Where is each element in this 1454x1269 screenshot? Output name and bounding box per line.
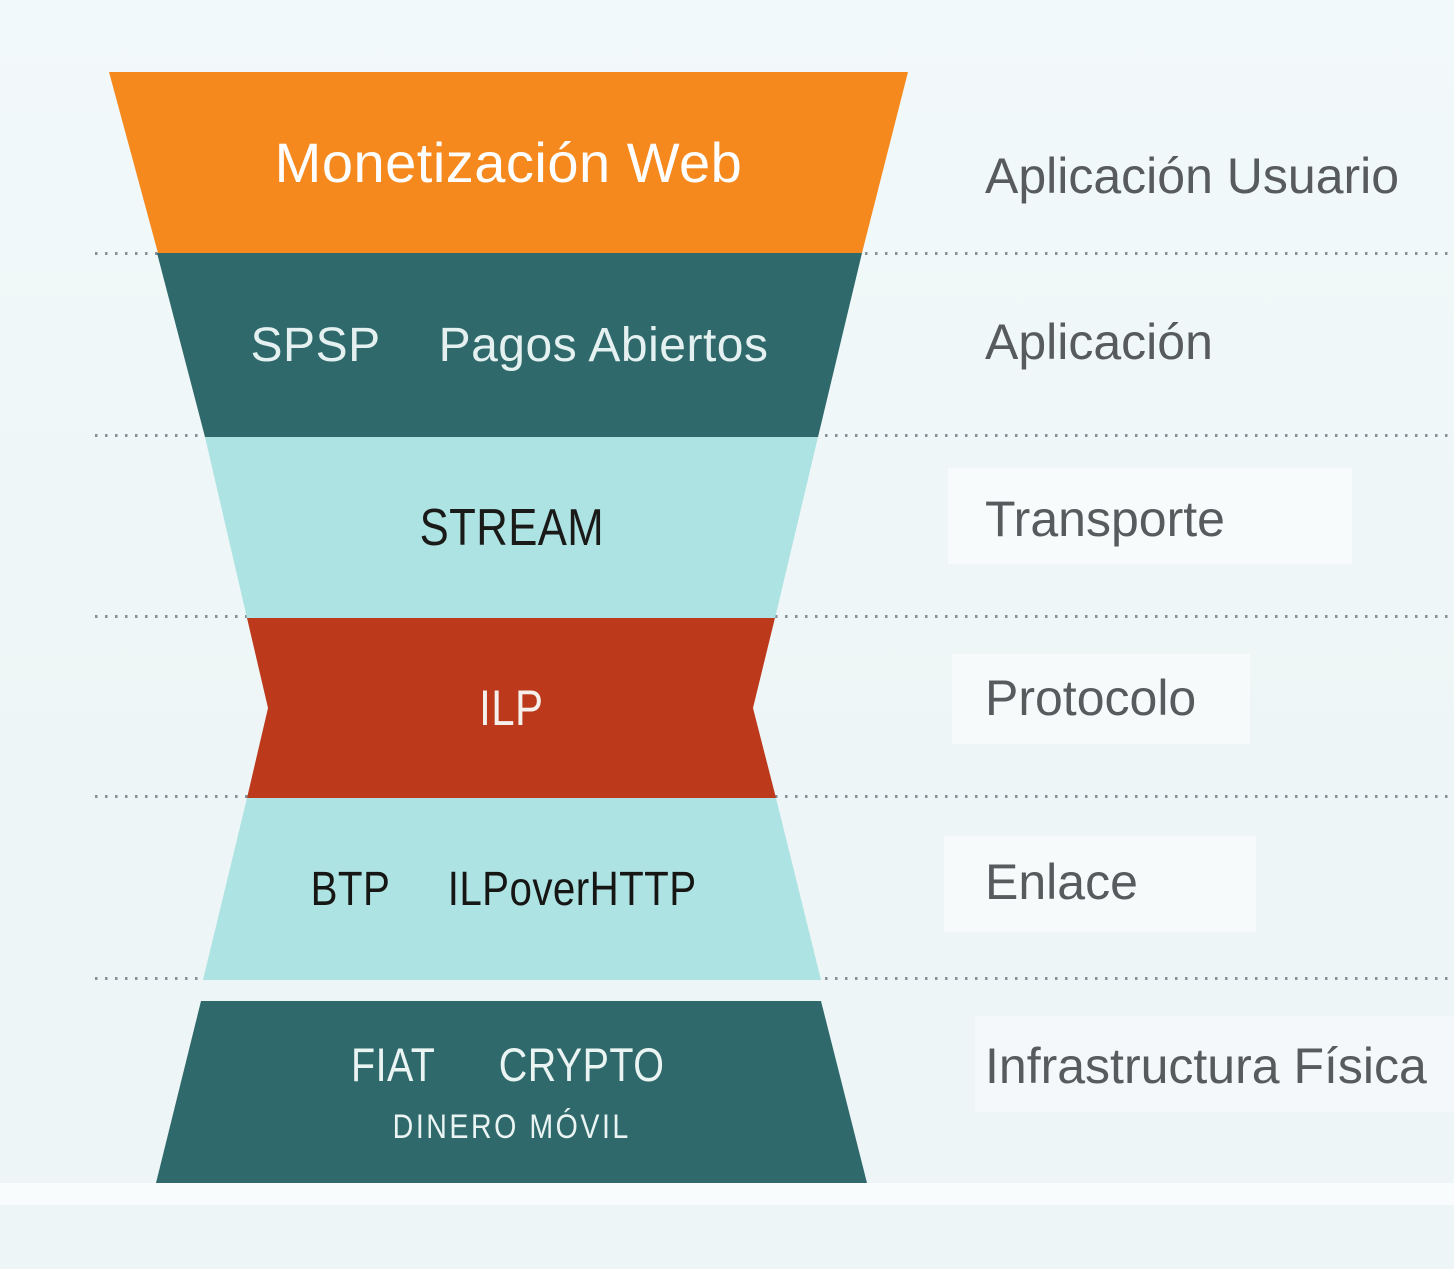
application-labels: SPSP Pagos Abiertos bbox=[251, 318, 769, 373]
spsp-label: SPSP bbox=[250, 318, 381, 372]
ilp-over-http-label: ILPoverHTTP bbox=[447, 862, 697, 916]
background-patch bbox=[975, 1016, 1454, 1112]
layer-link: BTP ILPoverHTTP bbox=[203, 798, 821, 980]
dinero-movil-label: DINERO MÓVIL bbox=[392, 1108, 631, 1146]
layer-protocol: ILP bbox=[247, 618, 776, 798]
right-label-transporte: Transporte bbox=[985, 491, 1225, 547]
right-label-protocolo: Protocolo bbox=[985, 670, 1197, 726]
stream-label: STREAM bbox=[419, 498, 604, 557]
ilp-label: ILP bbox=[479, 680, 544, 736]
crypto-label: CRYPTO bbox=[498, 1038, 665, 1091]
layer-application: SPSP Pagos Abiertos bbox=[157, 253, 862, 437]
background-patch bbox=[952, 654, 1250, 744]
layer-transport: STREAM bbox=[205, 437, 818, 618]
web-monetization-label: Monetización Web bbox=[274, 131, 743, 194]
settlement-labels: FIAT CRYPTO bbox=[343, 1037, 681, 1092]
link-labels: BTP ILPoverHTTP bbox=[303, 862, 720, 917]
right-label-aplicacion: Aplicación bbox=[985, 314, 1213, 370]
right-label-infrastructura-fisica: Infrastructura Física bbox=[985, 1038, 1427, 1094]
background-patch bbox=[0, 1183, 1454, 1205]
btp-label: BTP bbox=[311, 862, 391, 916]
right-label-enlace: Enlace bbox=[985, 854, 1138, 910]
layer-web-monetization: Monetización Web bbox=[109, 72, 908, 253]
layer-physical-infrastructure: FIAT CRYPTO DINERO MÓVIL bbox=[156, 1001, 867, 1183]
background-patch bbox=[948, 468, 1352, 564]
fiat-label: FIAT bbox=[350, 1038, 436, 1091]
background-patch bbox=[944, 836, 1256, 932]
pagos-abiertos-label: Pagos Abiertos bbox=[438, 318, 769, 372]
right-label-aplicacion-usuario: Aplicación Usuario bbox=[985, 148, 1400, 204]
